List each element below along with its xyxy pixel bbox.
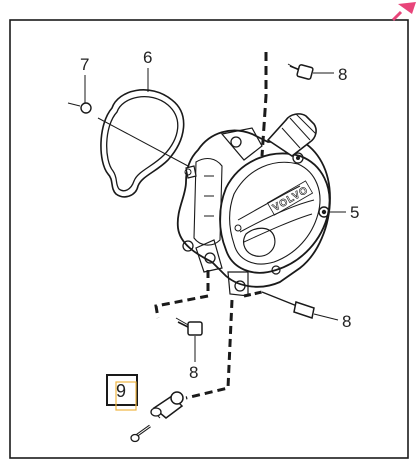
callout-6: 6 [143,48,152,67]
bolt-part-8-top [287,63,334,80]
dashed-guide-sensor [185,299,234,400]
callout-9-highlight [115,381,137,411]
callout-9-box[interactable] [106,374,138,406]
bolt-part-8-right [261,291,339,321]
bolt-part-8-bottom [175,317,203,362]
callout-8-top: 8 [338,65,347,84]
callout-5: 5 [350,203,359,222]
callout-8-bottom: 8 [189,363,198,382]
vacuum-pump-part-5: VOLVO [176,113,331,297]
corner-marker-tail [391,10,403,22]
o-ring-part-7 [67,75,92,114]
callout-8-right: 8 [342,312,351,331]
diagram-frame [9,19,409,459]
dashed-guide-bottom-left [154,270,210,319]
dashed-guide-right [243,290,263,298]
corner-marker-icon [398,2,416,14]
gasket-part-6 [97,68,189,198]
dashed-guide-top [260,52,268,157]
callout-9: 9 [116,381,126,401]
sensor-part-9 [130,391,184,443]
callout-7: 7 [80,55,89,74]
